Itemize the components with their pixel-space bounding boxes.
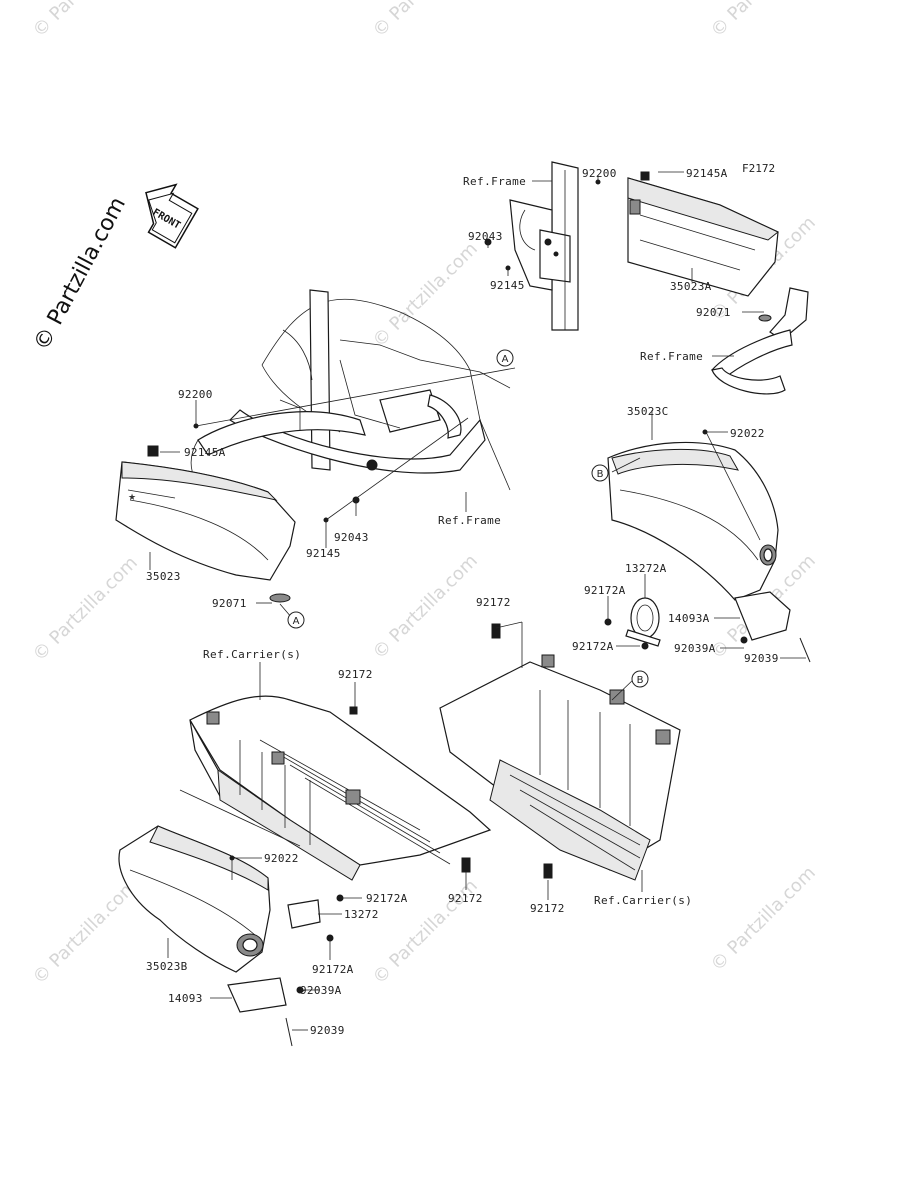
- part-label-92039A: 92039A: [300, 984, 342, 997]
- part-label-92200: 92200: [582, 167, 617, 180]
- ref-label-frame: Ref.Frame: [438, 514, 501, 527]
- watermark: © Partzilla.com: [29, 0, 142, 42]
- svg-text:A: A: [502, 354, 509, 365]
- watermark: © Partzilla.com: [29, 552, 142, 665]
- part-label-92043: 92043: [468, 230, 503, 243]
- leader-lines: [149, 171, 806, 1031]
- part-label-92022: 92022: [264, 852, 299, 865]
- part-label-92022: 92022: [730, 427, 765, 440]
- svg-text:★: ★: [128, 493, 136, 503]
- callout-B-bottom: B: [631, 670, 649, 688]
- watermark: © Partzilla.com: [369, 0, 482, 42]
- part-label-92172A: 92172A: [312, 963, 354, 976]
- part-label-92043: 92043: [334, 531, 369, 544]
- callout-A-top: A: [496, 349, 514, 367]
- watermark: © Partzilla.com: [707, 0, 820, 42]
- part-label-92145A: 92145A: [686, 167, 728, 180]
- part-label-14093: 14093: [168, 992, 203, 1005]
- part-label-35023C: 35023C: [627, 405, 669, 418]
- frame-bracket-right: [711, 287, 809, 395]
- part-label-92145: 92145: [490, 279, 525, 292]
- part-label-92039: 92039: [744, 652, 779, 665]
- svg-text:B: B: [637, 675, 644, 686]
- ref-label-frame: Ref.Frame: [463, 175, 526, 188]
- part-label-92172: 92172: [530, 902, 565, 915]
- part-label-35023A: 35023A: [670, 280, 712, 293]
- part-label-92172A: 92172A: [366, 892, 408, 905]
- cargo-bed-left: [189, 695, 492, 881]
- svg-text:A: A: [293, 616, 300, 627]
- watermark: © Partzilla.com: [369, 550, 482, 663]
- watermark: © Partzilla.com: [369, 238, 482, 351]
- part-label-92145: 92145: [306, 547, 341, 560]
- part-label-35023: 35023: [146, 570, 181, 583]
- side-panel-35023A: [627, 171, 779, 297]
- part-labels: 92200 92145A Ref.Frame 92043 92145 35023…: [146, 167, 779, 1037]
- part-label-92039A: 92039A: [674, 642, 716, 655]
- part-label-13272: 13272: [344, 908, 379, 921]
- part-label-14093A: 14093A: [668, 612, 710, 625]
- watermark: © Partzilla.com: [707, 862, 820, 975]
- part-label-92172: 92172: [338, 668, 373, 681]
- part-label-92200: 92200: [178, 388, 213, 401]
- svg-text:B: B: [597, 469, 604, 480]
- callout-B-top: B: [591, 464, 609, 482]
- part-label-13272A: 13272A: [625, 562, 667, 575]
- callout-A-bottom: A: [287, 611, 305, 629]
- part-label-92039: 92039: [310, 1024, 345, 1037]
- ref-label-frame: Ref.Frame: [640, 350, 703, 363]
- bracket-13272A: [625, 597, 661, 647]
- part-label-92172A: 92172A: [584, 584, 626, 597]
- part-label-92172: 92172: [448, 892, 483, 905]
- part-label-92145A: 92145A: [184, 446, 226, 459]
- frame-bracket-top: [509, 161, 579, 331]
- part-label-92172: 92172: [476, 596, 511, 609]
- copyright-notice: © Partzilla.com: [29, 193, 131, 355]
- figure-id: F2172: [742, 162, 775, 175]
- frame-cage-ref: [190, 289, 511, 511]
- part-label-92071: 92071: [212, 597, 247, 610]
- watermark: © Partzilla.com: [29, 875, 142, 988]
- fender-35023C: [607, 429, 791, 641]
- part-label-92172A: 92172A: [572, 640, 614, 653]
- fender-35023: ★: [115, 445, 296, 603]
- front-arrow-icon: FRONT: [145, 183, 199, 249]
- part-label-35023B: 35023B: [146, 960, 188, 973]
- ref-label-carrier: Ref.Carrier(s): [594, 894, 692, 907]
- part-label-92071: 92071: [696, 306, 731, 319]
- ref-label-carrier: Ref.Carrier(s): [203, 648, 301, 661]
- cargo-bed-right: [439, 654, 681, 881]
